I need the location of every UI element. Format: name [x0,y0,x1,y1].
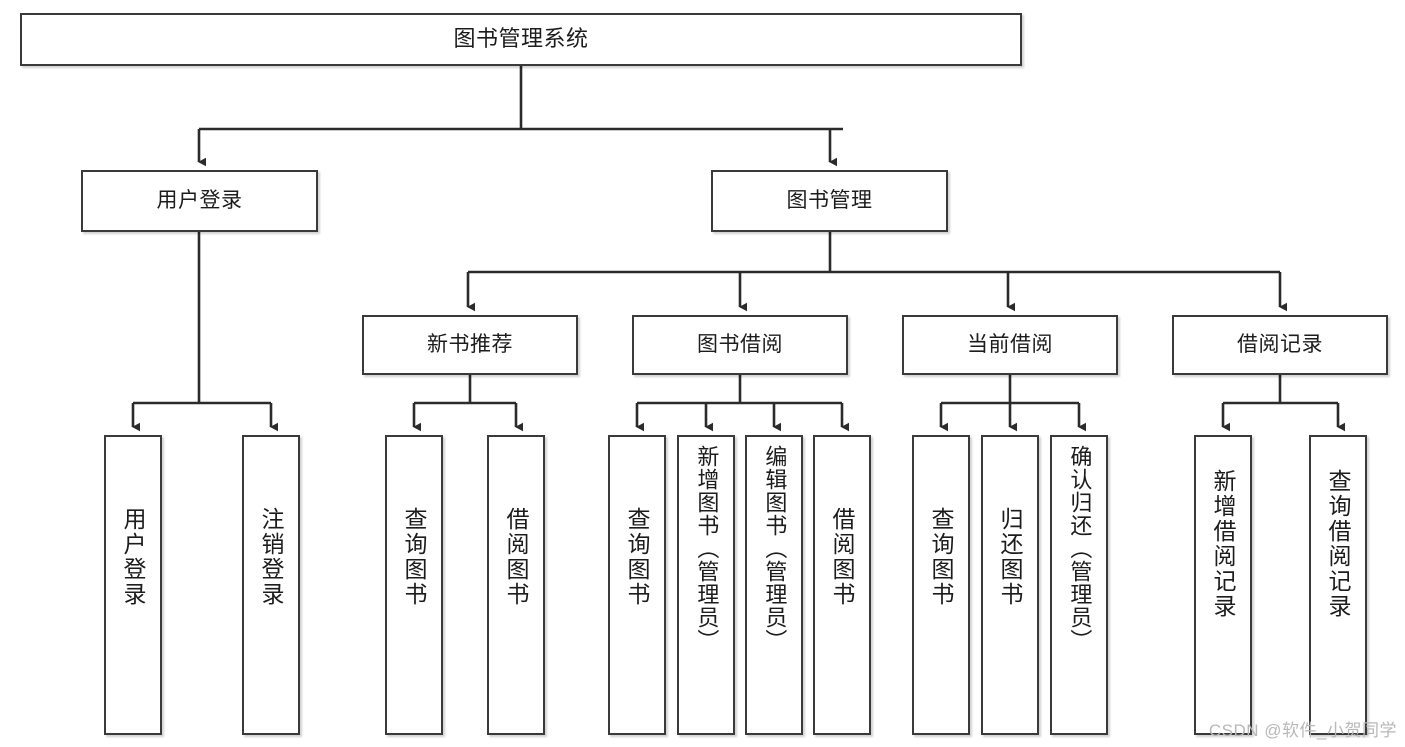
leaf-borrow-book-1-label: 借阅图书 [503,507,530,607]
leaf-borrow-book-1[interactable]: 借阅图书 [487,435,545,735]
node-book-borrow[interactable]: 图书借阅 [632,315,848,375]
leaf-add-record[interactable]: 新增借阅记录 [1194,435,1252,735]
leaf-query-record[interactable]: 查询借阅记录 [1309,435,1367,735]
node-book-manage-label: 图书管理 [786,189,873,213]
node-borrow-record-label: 借阅记录 [1237,333,1323,357]
leaf-confirm-return[interactable]: 确认归还（管理员） [1050,435,1108,735]
node-new-book-rec[interactable]: 新书推荐 [362,315,578,375]
leaf-query-book-1-label: 查询图书 [401,507,428,607]
leaf-edit-book[interactable]: 编辑图书（管理员） [745,435,803,735]
node-root-label: 图书管理系统 [453,26,589,52]
leaf-add-book[interactable]: 新增图书（管理员） [677,435,735,735]
leaf-user-login[interactable]: 用户登录 [104,435,162,735]
leaf-query-record-label: 查询借阅记录 [1325,469,1352,619]
leaf-return-book-label: 归还图书 [997,507,1024,607]
leaf-query-book-2-label: 查询图书 [624,507,651,607]
leaf-borrow-book-2-label: 借阅图书 [829,507,856,607]
node-current-borrow-label: 当前借阅 [967,333,1053,357]
leaf-query-book-1[interactable]: 查询图书 [385,435,443,735]
leaf-logout-login[interactable]: 注销登录 [242,435,300,735]
leaf-add-record-label: 新增借阅记录 [1210,469,1237,619]
leaf-add-book-label: 新增图书（管理员） [694,445,720,652]
node-root[interactable]: 图书管理系统 [20,13,1022,66]
leaf-borrow-book-2[interactable]: 借阅图书 [813,435,871,735]
node-user-login[interactable]: 用户登录 [81,170,318,232]
leaf-query-book-3-label: 查询图书 [928,507,955,607]
node-book-borrow-label: 图书借阅 [697,333,783,357]
leaf-return-book[interactable]: 归还图书 [981,435,1039,735]
node-book-manage[interactable]: 图书管理 [711,170,948,232]
leaf-edit-book-label: 编辑图书（管理员） [762,445,788,652]
leaf-query-book-2[interactable]: 查询图书 [608,435,666,735]
node-user-login-label: 用户登录 [156,189,243,213]
node-new-book-rec-label: 新书推荐 [427,333,513,357]
leaf-user-login-label: 用户登录 [120,507,147,607]
leaf-confirm-return-label: 确认归还（管理员） [1067,445,1093,652]
watermark: CSDN @软件_小贺同学 [1208,721,1397,740]
leaf-logout-login-label: 注销登录 [258,507,285,607]
node-borrow-record[interactable]: 借阅记录 [1172,315,1388,375]
node-current-borrow[interactable]: 当前借阅 [902,315,1118,375]
leaf-query-book-3[interactable]: 查询图书 [912,435,970,735]
